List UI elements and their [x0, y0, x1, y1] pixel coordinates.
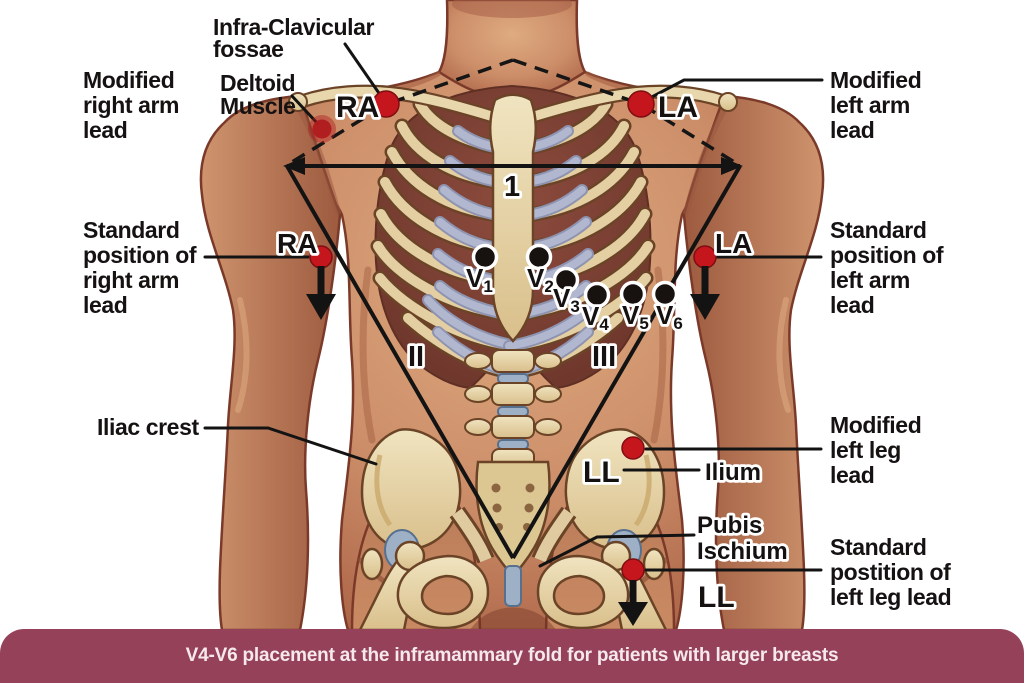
v4-label: V4 [582, 301, 609, 334]
ll-modified-dot [621, 436, 645, 460]
caption-banner: V4-V6 placement at the inframammary fold… [0, 629, 1024, 683]
ra-standard-label: RA [277, 228, 317, 259]
v3-label: V3 [553, 283, 580, 316]
ll-standard-label: LL [698, 581, 735, 614]
iliac-crest-label: Iliac crest [97, 414, 199, 440]
ll-modified-label: LL [583, 456, 620, 489]
deltoid-muscle-label: Deltoid Muscle [220, 70, 296, 119]
lead-ii-label: II [408, 341, 424, 373]
modified-left-arm-label: Modified left arm lead [830, 67, 922, 143]
v5-electrode [619, 280, 647, 308]
einthoven-triangle [283, 157, 743, 560]
ra-modified-dot [372, 90, 400, 118]
caption-text: V4-V6 placement at the inframammary fold… [185, 645, 839, 666]
v1-electrode [471, 243, 499, 271]
v1-label: V1 [466, 263, 493, 296]
standard-left-leg-label: Standard postition of left leg lead [830, 534, 952, 610]
ilium-label: Ilium [705, 459, 761, 486]
lead-dots [308, 90, 717, 582]
ll-standard-dot [621, 558, 645, 582]
down-arrows [306, 266, 720, 626]
pelvis [357, 428, 669, 632]
standard-left-arm-label: Standard position of left arm lead [830, 217, 944, 318]
v6-label: V6 [656, 300, 683, 333]
lumbar-spine [464, 349, 562, 470]
lead-i-label: 1 [504, 171, 520, 203]
ischium-label: Ischium [697, 538, 788, 565]
la-standard-label: LA [715, 228, 752, 259]
v2-electrode [525, 243, 553, 271]
ribcage [288, 86, 738, 390]
standard-right-arm-label: Standard position of right arm lead [83, 217, 197, 318]
pubis-ischium-left [536, 554, 630, 630]
infra-clavicular-label: Infra-Clavicular fossae [213, 14, 375, 62]
v5-label: V5 [622, 300, 649, 333]
lead-iii-label: III [592, 341, 616, 373]
sternum [489, 93, 537, 343]
la-modified-dot [627, 90, 655, 118]
chest-electrode-dots [471, 243, 679, 309]
leader-lines [203, 42, 824, 572]
pubis-label: Pubis [697, 512, 762, 539]
la-standard-dot [693, 245, 717, 269]
pubis-ischium-right [396, 554, 490, 630]
clavicular-dashed-line [286, 58, 740, 167]
v6-electrode [651, 280, 679, 308]
ra-top-label: RA [336, 91, 379, 124]
v4-electrode [583, 281, 611, 309]
la-top-label: LA [658, 91, 698, 124]
v2-label: V2 [527, 263, 554, 296]
v3-electrode [552, 266, 580, 294]
modified-right-arm-label: Modified right arm lead [83, 67, 180, 143]
pubic-symphysis [504, 565, 522, 607]
modified-left-leg-label: Modified left leg lead [830, 412, 922, 488]
